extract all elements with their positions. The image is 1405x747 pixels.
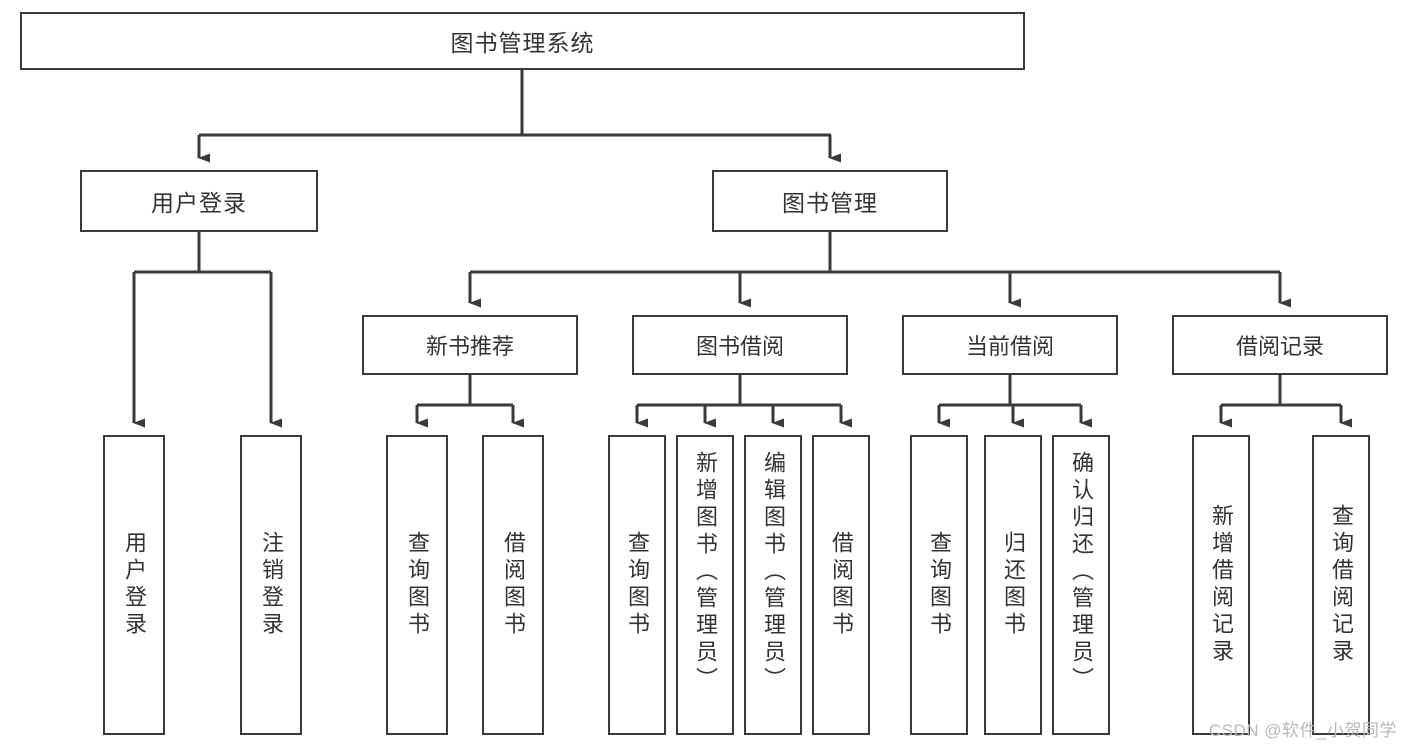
- node-current-borrow[interactable]: 当前借阅: [902, 315, 1118, 375]
- node-book-manage-label: 图书管理: [782, 190, 878, 216]
- leaf-add-borrow-record-label: 新增借阅记录: [1209, 504, 1234, 666]
- leaf-confirm-return-admin-label: 确认归还（管理员）: [1069, 451, 1094, 694]
- leaf-borrow-book-2[interactable]: 借阅图书: [812, 435, 870, 735]
- leaf-return-book-label: 归还图书: [1001, 531, 1026, 639]
- node-book-borrow[interactable]: 图书借阅: [632, 315, 848, 375]
- leaf-query-book-3[interactable]: 查询图书: [910, 435, 968, 735]
- leaf-edit-book-admin[interactable]: 编辑图书（管理员）: [744, 435, 802, 735]
- node-user-login-label: 用户登录: [151, 190, 247, 216]
- leaf-query-book-1-label: 查询图书: [405, 531, 430, 639]
- node-current-borrow-label: 当前借阅: [965, 334, 1054, 359]
- leaf-borrow-book-2-label: 借阅图书: [829, 531, 854, 639]
- node-borrow-record[interactable]: 借阅记录: [1172, 315, 1388, 375]
- node-new-book-recommend[interactable]: 新书推荐: [362, 315, 578, 375]
- node-book-borrow-label: 图书借阅: [695, 334, 784, 359]
- node-user-login[interactable]: 用户登录: [80, 170, 318, 232]
- leaf-logout-login[interactable]: 注销登录: [240, 435, 302, 735]
- node-borrow-record-label: 借阅记录: [1235, 334, 1324, 359]
- leaf-logout-login-label: 注销登录: [259, 531, 284, 639]
- leaf-query-book-2[interactable]: 查询图书: [608, 435, 666, 735]
- leaf-add-borrow-record[interactable]: 新增借阅记录: [1192, 435, 1250, 735]
- leaf-borrow-book-1-label: 借阅图书: [501, 531, 526, 639]
- node-new-book-recommend-label: 新书推荐: [425, 334, 514, 359]
- leaf-confirm-return-admin[interactable]: 确认归还（管理员）: [1052, 435, 1110, 735]
- leaf-user-login-label: 用户登录: [122, 531, 147, 639]
- leaf-query-borrow-record-label: 查询借阅记录: [1329, 504, 1354, 666]
- leaf-query-book-3-label: 查询图书: [927, 531, 952, 639]
- leaf-user-login[interactable]: 用户登录: [103, 435, 165, 735]
- leaf-query-book-2-label: 查询图书: [625, 531, 650, 639]
- node-root-label: 图书管理系统: [450, 30, 595, 56]
- leaf-edit-book-admin-label: 编辑图书（管理员）: [761, 451, 786, 694]
- leaf-add-book-admin[interactable]: 新增图书（管理员）: [676, 435, 734, 735]
- leaf-query-borrow-record[interactable]: 查询借阅记录: [1312, 435, 1370, 735]
- leaf-return-book[interactable]: 归还图书: [984, 435, 1042, 735]
- node-root[interactable]: 图书管理系统: [20, 12, 1025, 70]
- leaf-borrow-book-1[interactable]: 借阅图书: [482, 435, 544, 735]
- leaf-add-book-admin-label: 新增图书（管理员）: [693, 451, 718, 694]
- leaf-query-book-1[interactable]: 查询图书: [386, 435, 448, 735]
- node-book-manage[interactable]: 图书管理: [712, 170, 948, 232]
- watermark: CSDN @软件_小贺同学: [1208, 721, 1397, 740]
